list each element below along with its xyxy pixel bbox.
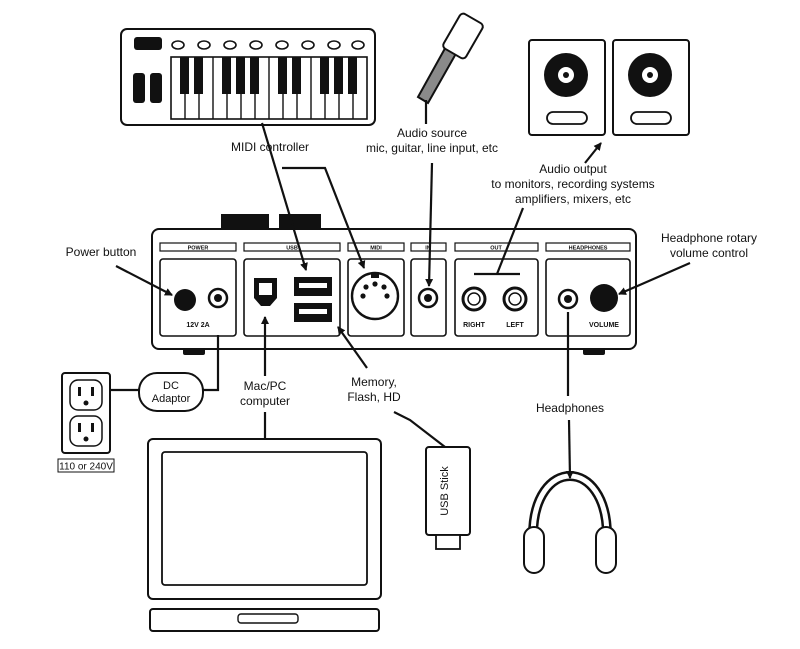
section-midi-label: MIDI (370, 246, 382, 252)
volume-label: VOLUME (589, 322, 619, 329)
speaker-right-icon (612, 39, 690, 136)
section-out-label: OUT (490, 246, 502, 252)
voltage-label: 110 or 240V (59, 462, 113, 473)
power-rating-label: 12V 2A (186, 322, 209, 329)
power-button-label: Power button (66, 245, 137, 259)
headphones-label: Headphones (536, 401, 604, 415)
dc-adaptor-icon (138, 372, 204, 412)
section-headphones-label: HEADPHONES (569, 246, 608, 252)
audio-source-label-line2: mic, guitar, line input, etc (366, 141, 498, 155)
usb-stick-label: USB Stick (439, 466, 451, 516)
section-power-label: POWER (188, 246, 209, 252)
microphone-icon (416, 12, 484, 105)
speaker-left-icon (528, 39, 606, 136)
volume-knob (590, 284, 618, 312)
mac-pc-label-line1: Mac/PC (244, 379, 287, 393)
section-in-label: IN (425, 246, 431, 252)
dc-adaptor-label-line2: Adaptor (152, 393, 191, 405)
section-usb-label: USB (286, 246, 298, 252)
usb-stick-icon: USB Stick (425, 446, 471, 550)
mac-pc-label-line2: computer (240, 394, 290, 408)
dc-adaptor-label-line1: DC (163, 380, 179, 392)
midi-port (350, 271, 400, 321)
midi-controller-label: MIDI controller (231, 140, 309, 154)
audio-output-label-line2: to monitors, recording systems (491, 177, 654, 191)
memory-label-line1: Memory, (351, 375, 397, 389)
power-button (174, 289, 196, 311)
headphone-rotary-label-line1: Headphone rotary (661, 231, 757, 245)
laptop-icon (147, 438, 382, 632)
audio-interface-device: POWER USB MIDI IN OUT HEADPHONES 12V 2A (151, 214, 637, 355)
headphones-icon (523, 471, 617, 574)
audio-output-label-line3: amplifiers, mixers, etc (515, 192, 631, 206)
memory-label-line2: Flash, HD (347, 390, 401, 404)
headphone-rotary-label-line2: volume control (670, 246, 748, 260)
audio-source-label-line1: Audio source (397, 126, 467, 140)
audio-output-label-line1: Audio output (539, 162, 607, 176)
midi-keyboard-icon (120, 28, 376, 126)
out-right-label: RIGHT (463, 322, 486, 329)
out-left-label: LEFT (506, 322, 524, 329)
wall-outlet-icon (61, 372, 111, 454)
